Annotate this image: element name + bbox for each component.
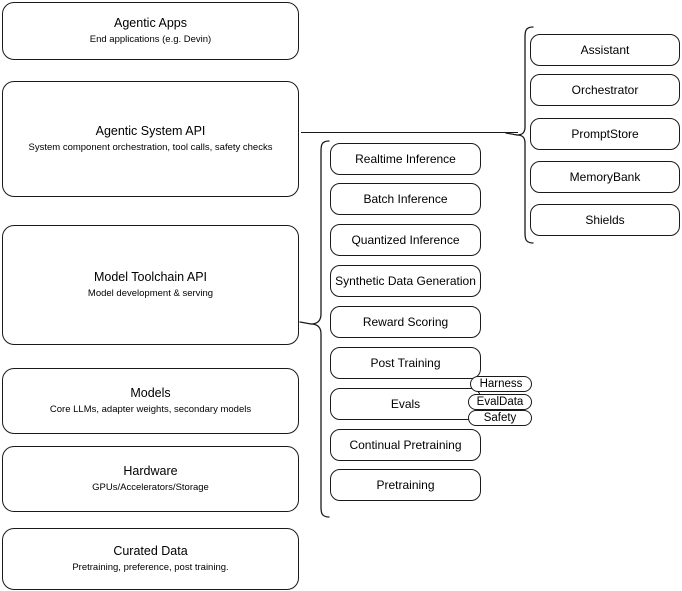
layer-subtitle: System component orchestration, tool cal…: [28, 142, 273, 154]
layer-title: Curated Data: [113, 543, 188, 558]
layer-title: Model Toolchain API: [93, 269, 208, 284]
component-label: Synthetic Data Generation: [335, 273, 476, 288]
component-label: Pretraining: [376, 477, 435, 492]
layer-subtitle: Model development & serving: [87, 288, 214, 300]
component-label: Shields: [585, 212, 625, 227]
component-synthetic-data-generation[interactable]: Synthetic Data Generation: [330, 265, 481, 297]
component-evals[interactable]: Evals: [330, 388, 481, 420]
component-assistant[interactable]: Assistant: [530, 34, 680, 66]
component-quantized-inference[interactable]: Quantized Inference: [330, 224, 481, 256]
component-label: Continual Pretraining: [349, 437, 462, 452]
component-pretraining[interactable]: Pretraining: [330, 469, 481, 501]
layer-title: Models: [130, 385, 171, 400]
component-shields[interactable]: Shields: [530, 204, 680, 236]
layer-agentic-apps[interactable]: Agentic Apps End applications (e.g. Devi…: [2, 2, 299, 60]
connector-system-api-to-components: [301, 132, 518, 133]
layer-subtitle: GPUs/Accelerators/Storage: [92, 482, 209, 494]
component-memorybank[interactable]: MemoryBank: [530, 161, 680, 193]
component-label: Quantized Inference: [351, 232, 460, 247]
component-label: MemoryBank: [569, 169, 641, 184]
tag-label: EvalData: [476, 396, 524, 408]
tag-evaldata[interactable]: EvalData: [468, 394, 532, 410]
component-realtime-inference[interactable]: Realtime Inference: [330, 143, 481, 175]
tag-label: Harness: [479, 378, 523, 390]
component-label: PromptStore: [571, 126, 639, 141]
layer-curated-data[interactable]: Curated Data Pretraining, preference, po…: [2, 528, 299, 590]
tag-label: Safety: [483, 412, 517, 424]
layer-agentic-system-api[interactable]: Agentic System API System component orch…: [2, 81, 299, 197]
layer-model-toolchain-api[interactable]: Model Toolchain API Model development & …: [2, 225, 299, 345]
component-label: Batch Inference: [363, 191, 448, 206]
component-label: Post Training: [370, 355, 441, 370]
component-batch-inference[interactable]: Batch Inference: [330, 183, 481, 215]
tag-safety[interactable]: Safety: [468, 410, 532, 426]
layer-subtitle: Pretraining, preference, post training.: [72, 562, 229, 574]
component-label: Reward Scoring: [362, 314, 449, 329]
layer-subtitle: Core LLMs, adapter weights, secondary mo…: [49, 404, 252, 416]
component-orchestrator[interactable]: Orchestrator: [530, 74, 680, 106]
layer-title: Hardware: [123, 463, 178, 478]
component-label: Assistant: [580, 42, 630, 57]
brace-system-components: [505, 26, 535, 244]
layer-hardware[interactable]: Hardware GPUs/Accelerators/Storage: [2, 446, 299, 512]
layer-subtitle: End applications (e.g. Devin): [89, 34, 212, 46]
layer-title: Agentic Apps: [114, 15, 187, 30]
component-post-training[interactable]: Post Training: [330, 347, 481, 379]
component-reward-scoring[interactable]: Reward Scoring: [330, 306, 481, 338]
layer-models[interactable]: Models Core LLMs, adapter weights, secon…: [2, 368, 299, 434]
component-label: Realtime Inference: [355, 151, 456, 166]
brace-toolchain: [299, 140, 331, 518]
component-continual-pretraining[interactable]: Continual Pretraining: [330, 429, 481, 461]
component-label: Orchestrator: [571, 82, 639, 97]
component-promptstore[interactable]: PromptStore: [530, 118, 680, 150]
component-label: Evals: [390, 396, 421, 411]
layer-title: Agentic System API: [95, 123, 206, 138]
tag-harness[interactable]: Harness: [470, 376, 532, 392]
